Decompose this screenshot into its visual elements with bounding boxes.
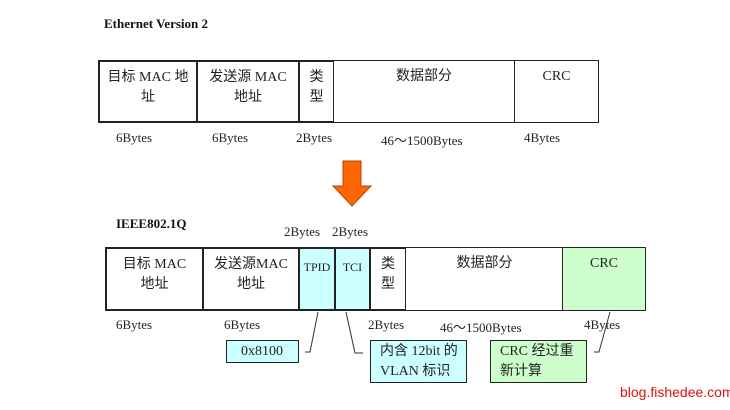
tci-note-text: VLAN 标识 (380, 364, 451, 379)
field-label: 数据部分 (456, 256, 513, 271)
tci-note: 内含 12bit 的 VLAN 标识 (370, 340, 467, 383)
field-tpid: TPID (298, 247, 336, 311)
field-label: 数据部分 (396, 69, 452, 84)
field-label: 目标 MAC (122, 257, 187, 272)
field-tci: TCI (334, 247, 371, 311)
field-label: 地址 (237, 277, 265, 292)
tci-note-text: 内含 12bit 的 (380, 344, 458, 359)
size-label: 6Bytes (116, 317, 153, 332)
tci-size-label: 2Bytes (332, 224, 369, 239)
field-label: 型 (381, 277, 395, 292)
size-label: 4Bytes (584, 317, 621, 332)
field-label: 发送源 MAC (209, 70, 287, 85)
field-label: CRC (589, 256, 618, 271)
field-crc: CRC (514, 60, 599, 123)
tpid-note: 0x8100 (226, 340, 299, 363)
field-label: 地址 (234, 90, 262, 105)
field-type: 类 型 (298, 60, 335, 123)
field-label: 目标 MAC 地 (107, 70, 189, 85)
size-label: 6Bytes (116, 130, 153, 145)
field-label: 类 (309, 70, 324, 85)
down-arrow-icon (332, 160, 372, 207)
field-label: TCI (342, 260, 363, 274)
field-data: 数据部分 (334, 60, 515, 123)
tci-callout-line (345, 311, 363, 354)
field-dest-mac: 目标 MAC 地址 (105, 247, 204, 311)
field-label: 型 (309, 90, 324, 105)
field-label: TPID (303, 260, 331, 274)
size-label: 6Bytes (224, 317, 261, 332)
size-label: 4Bytes (524, 130, 561, 145)
crc-note-text: 新计算 (500, 364, 542, 379)
field-src-mac: 发送源MAC 地址 (202, 247, 300, 311)
field-label: CRC (542, 69, 571, 84)
size-label: 6Bytes (212, 130, 249, 145)
ieee8021q-title: IEEE802.1Q (116, 216, 187, 231)
field-label: 地址 (140, 277, 169, 292)
field-crc: CRC (562, 247, 646, 311)
ethernet-v2-title: Ethernet Version 2 (104, 16, 208, 31)
crc-note-text: CRC 经过重 (500, 344, 574, 359)
crc-callout-line (594, 311, 611, 353)
crc-note: CRC 经过重 新计算 (490, 340, 587, 383)
size-label: 46～1500Bytes (440, 320, 522, 335)
tpid-note-text: 0x8100 (241, 344, 283, 359)
size-label: 2Bytes (296, 130, 333, 145)
size-label: 46～1500Bytes (381, 133, 463, 148)
field-type: 类 型 (369, 247, 407, 311)
field-label: 址 (141, 90, 155, 105)
tpid-size-label: 2Bytes (284, 224, 321, 239)
field-label: 类 (381, 257, 395, 272)
size-label: 2Bytes (368, 317, 405, 332)
watermark: blog.fishedee.com (620, 384, 730, 400)
tpid-callout-line (305, 311, 319, 353)
field-label: 发送源MAC (214, 257, 288, 272)
field-data: 数据部分 (406, 247, 564, 311)
